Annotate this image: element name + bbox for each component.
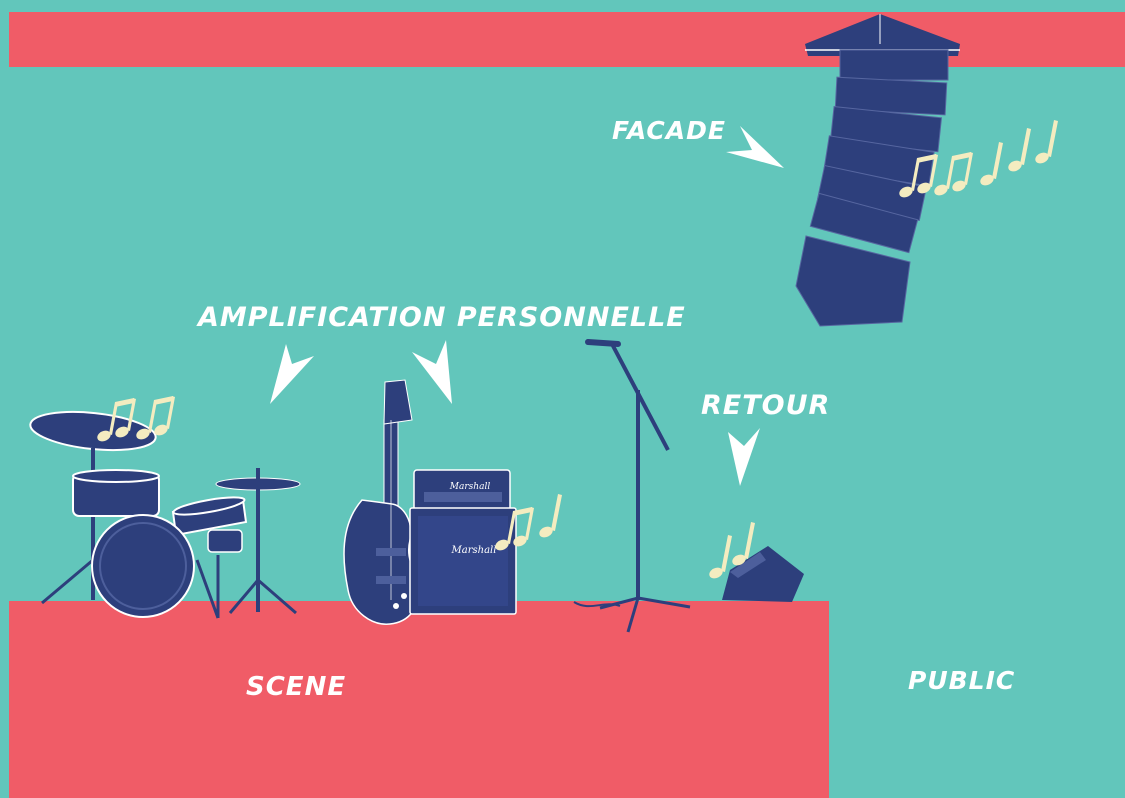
microphone-stand-icon bbox=[573, 339, 691, 633]
amp-brand-text-cabinet: Marshall bbox=[451, 545, 497, 556]
arrow-icon-facade bbox=[726, 126, 784, 168]
drum-kit-icon bbox=[29, 410, 301, 619]
label-public: PUBLIC bbox=[908, 666, 1016, 695]
label-retour: RETOUR bbox=[701, 390, 831, 421]
ceiling-band bbox=[9, 12, 1125, 67]
line-array-speaker-icon bbox=[795, 14, 960, 327]
arrow-icon-amplification-right bbox=[412, 340, 452, 404]
stage-monitor-icon bbox=[722, 546, 804, 602]
label-scene: SCENE bbox=[246, 672, 347, 702]
amp-brand-text: Marshall bbox=[449, 482, 491, 492]
label-facade: FACADE bbox=[612, 116, 726, 145]
arrow-icon-amplification-left bbox=[270, 344, 314, 404]
electric-guitar-icon bbox=[343, 379, 419, 625]
guitar-amplifier-icon: Marshall Marshall bbox=[409, 469, 517, 615]
stage-block bbox=[9, 601, 829, 798]
arrow-icon-retour bbox=[728, 428, 760, 486]
label-amplification-personnelle: AMPLIFICATION PERSONNELLE bbox=[198, 302, 686, 333]
